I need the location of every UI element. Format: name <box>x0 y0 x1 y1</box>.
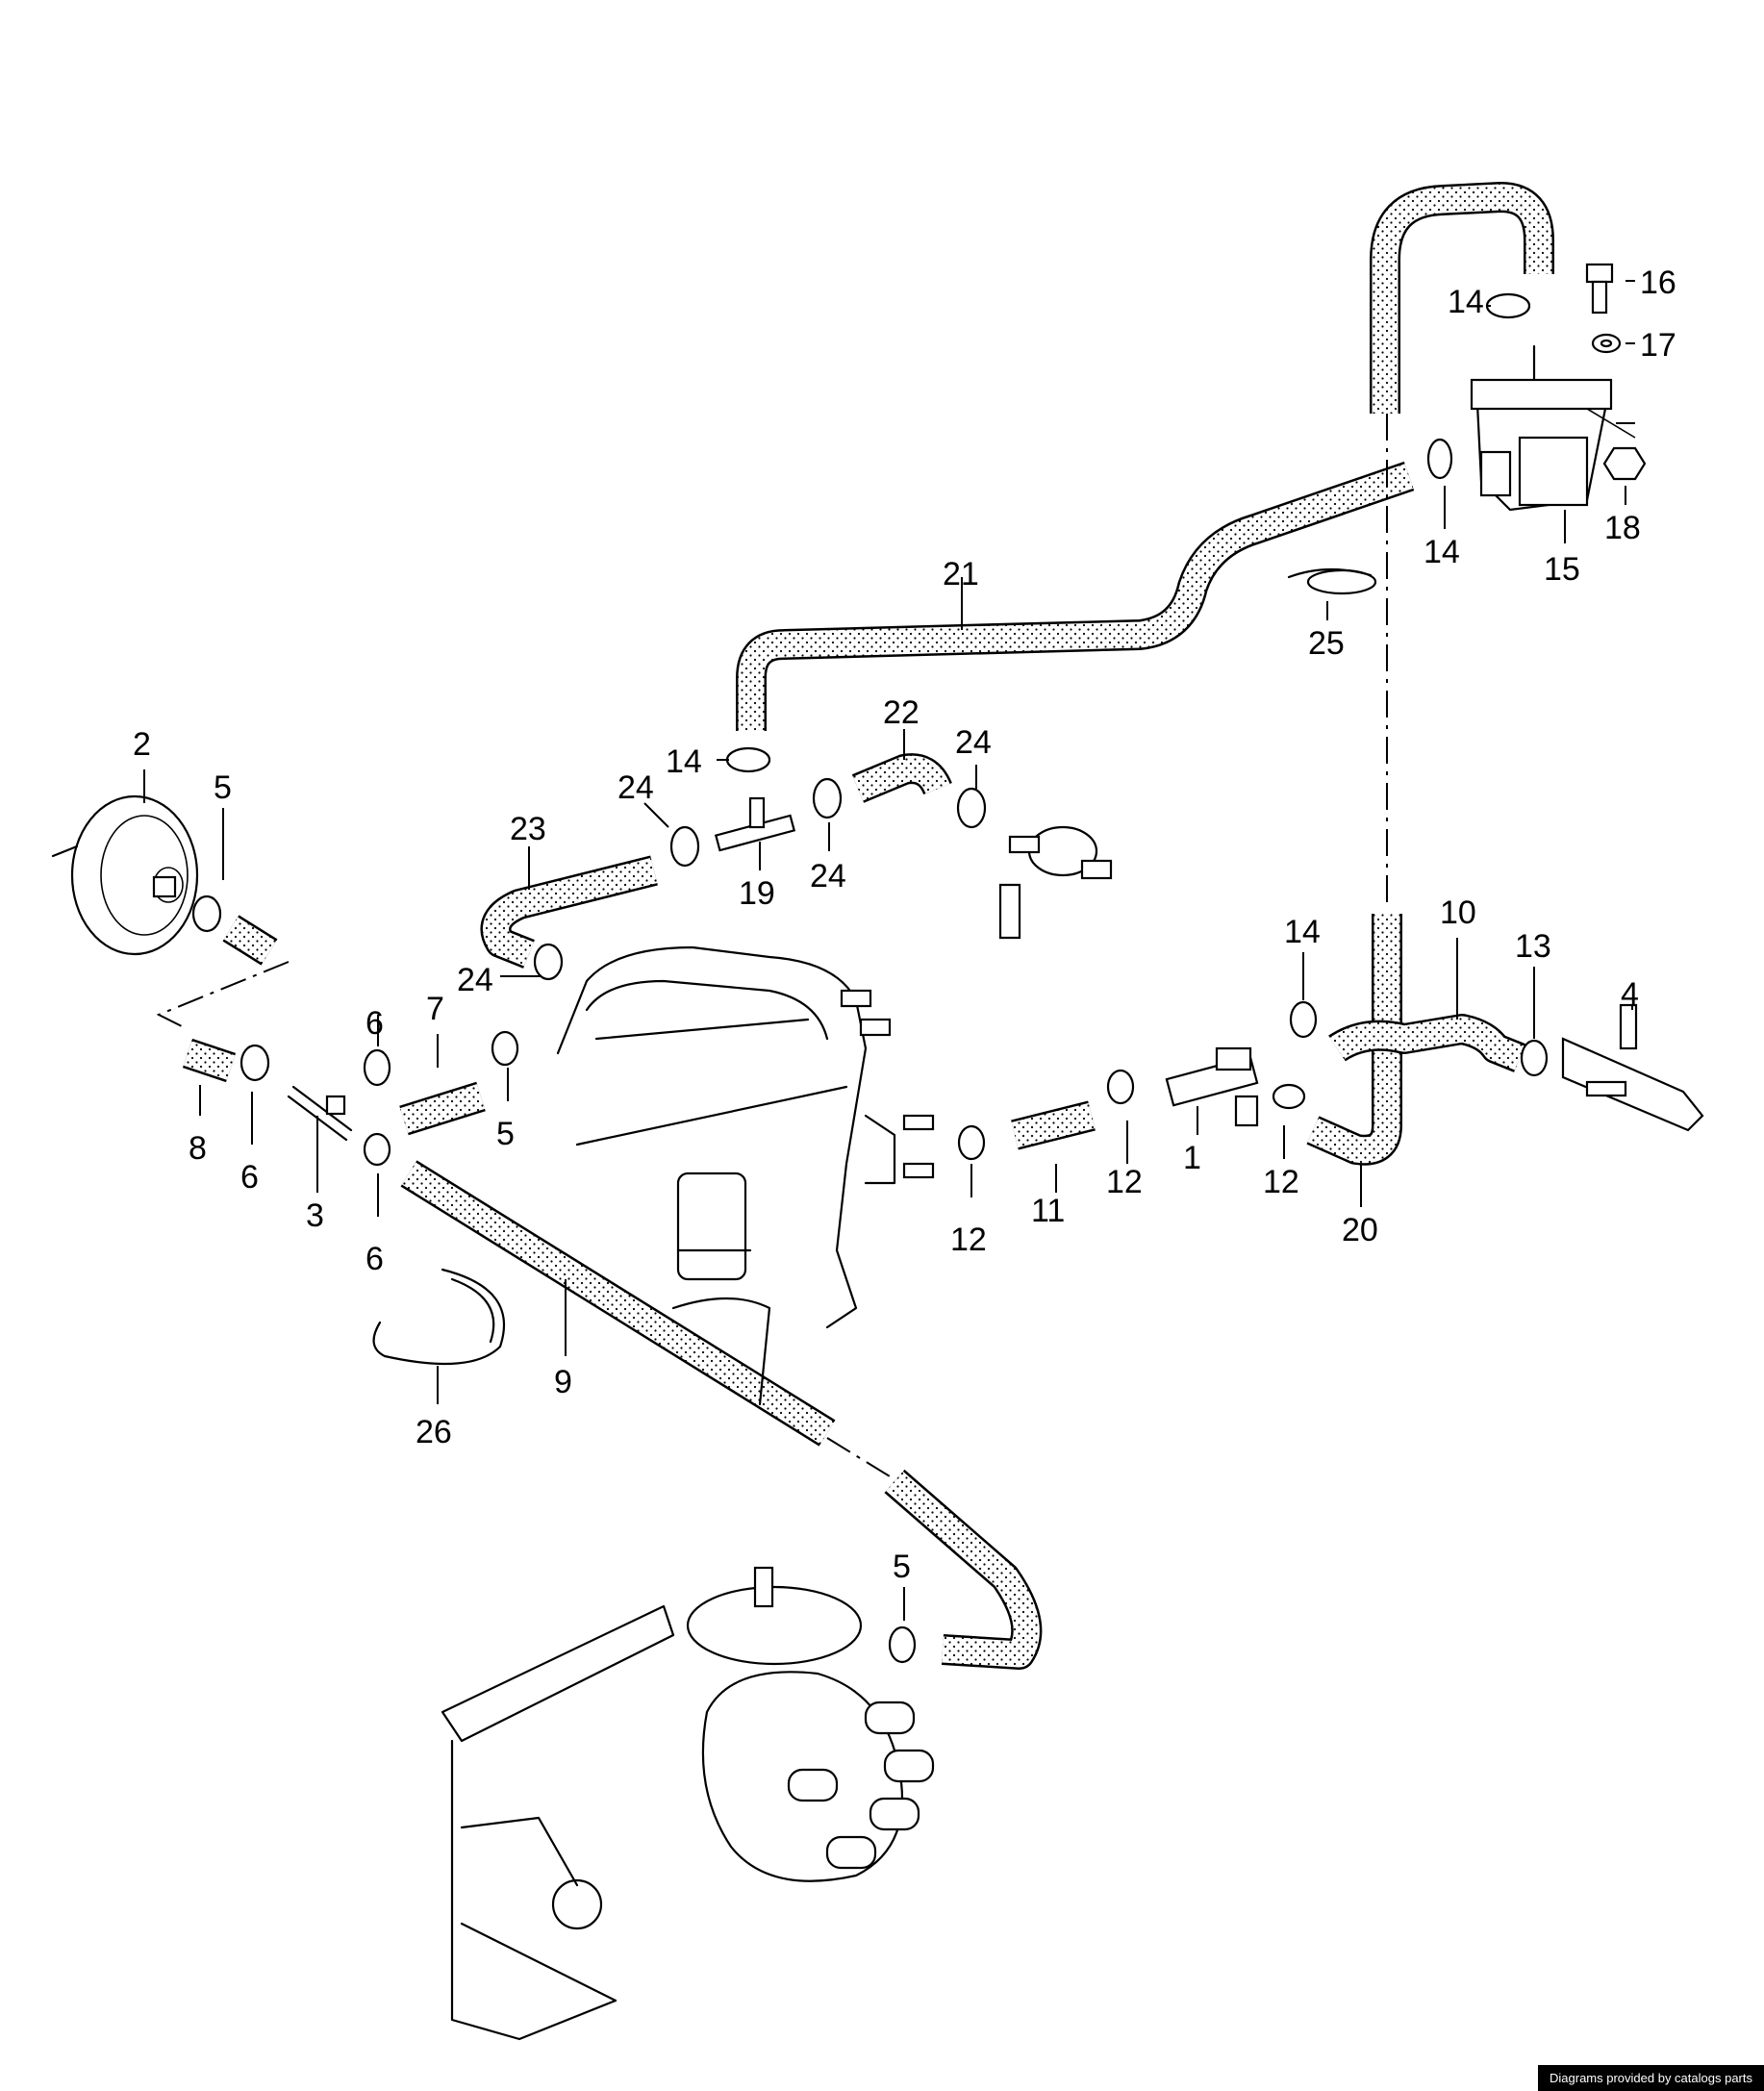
callout-24c: 24 <box>810 858 846 894</box>
connector-3 <box>287 1085 353 1142</box>
callout-12a: 12 <box>950 1222 987 1258</box>
t-piece-1 <box>1165 1046 1259 1127</box>
callout-14c: 14 <box>666 743 702 780</box>
hose-20 <box>1306 914 1402 1166</box>
hose-upper-loop <box>1370 182 1554 414</box>
callout-23: 23 <box>510 811 546 847</box>
clamps <box>191 292 1549 1664</box>
hose-21 <box>736 461 1415 731</box>
callout-5c: 5 <box>893 1549 911 1585</box>
callout-8: 8 <box>189 1130 207 1167</box>
callout-24b: 24 <box>457 962 493 998</box>
callout-18: 18 <box>1604 510 1641 546</box>
callout-9: 9 <box>554 1364 572 1400</box>
leader-lines <box>143 280 1635 1621</box>
callout-3: 3 <box>306 1197 324 1234</box>
callout-13: 13 <box>1515 928 1551 965</box>
credit-banner: Diagrams provided by catalogs parts <box>1538 2065 1764 2091</box>
callout-19: 19 <box>739 875 775 912</box>
brake-booster <box>51 794 199 956</box>
callout-5b: 5 <box>496 1116 515 1152</box>
hose-7 <box>399 1081 486 1136</box>
washer-17-inner <box>1600 339 1613 348</box>
callout-6a: 6 <box>365 1005 384 1042</box>
connection-lines <box>156 414 1635 1477</box>
clip-25 <box>1287 567 1373 579</box>
callout-16: 16 <box>1640 265 1676 301</box>
cable-tie-26 <box>372 1268 505 1366</box>
callout-21: 21 <box>943 556 979 592</box>
hose-11 <box>1011 1100 1096 1150</box>
callout-7: 7 <box>426 991 444 1027</box>
callout-10: 10 <box>1440 894 1476 931</box>
callouts: 1 2 3 4 5 5 5 6 6 6 7 8 9 10 11 12 12 12… <box>133 265 1676 1585</box>
intake-manifold <box>556 945 935 1406</box>
hose-22 <box>851 753 952 803</box>
callout-14b: 14 <box>1424 534 1460 570</box>
callout-2: 2 <box>133 726 151 763</box>
callout-11: 11 <box>1031 1193 1065 1229</box>
callout-24a: 24 <box>617 769 654 806</box>
callout-12b: 12 <box>1106 1164 1143 1200</box>
hose-short-upper <box>222 915 278 966</box>
hose-23 <box>480 855 658 969</box>
callout-14a: 14 <box>1448 284 1484 320</box>
vacuum-unit-15 <box>1470 344 1636 512</box>
callout-6b: 6 <box>240 1159 259 1196</box>
t-piece-19 <box>714 796 796 852</box>
callout-22: 22 <box>883 694 920 731</box>
distributor-assembly <box>441 1566 935 2041</box>
callout-12c: 12 <box>1263 1164 1299 1200</box>
hose-9 <box>400 1160 836 1447</box>
valve-right-of-22 <box>998 825 1113 940</box>
callout-24d: 24 <box>955 724 992 761</box>
t-piece-4 <box>1561 1003 1704 1132</box>
callout-4: 4 <box>1621 976 1639 1013</box>
callout-14d: 14 <box>1284 914 1321 950</box>
callout-17: 17 <box>1640 327 1676 364</box>
callout-5a: 5 <box>214 769 232 806</box>
callout-25: 25 <box>1308 625 1345 662</box>
hose-10 <box>1328 1014 1525 1072</box>
hose-lower <box>884 1469 1043 1670</box>
callout-1: 1 <box>1183 1140 1201 1176</box>
callout-20: 20 <box>1342 1212 1378 1248</box>
hose-8 <box>182 1038 237 1083</box>
callout-15: 15 <box>1544 551 1580 588</box>
bolt-16 <box>1585 263 1614 315</box>
nut-18 <box>1602 446 1647 481</box>
callout-6c: 6 <box>365 1241 384 1277</box>
callout-26: 26 <box>416 1414 452 1450</box>
